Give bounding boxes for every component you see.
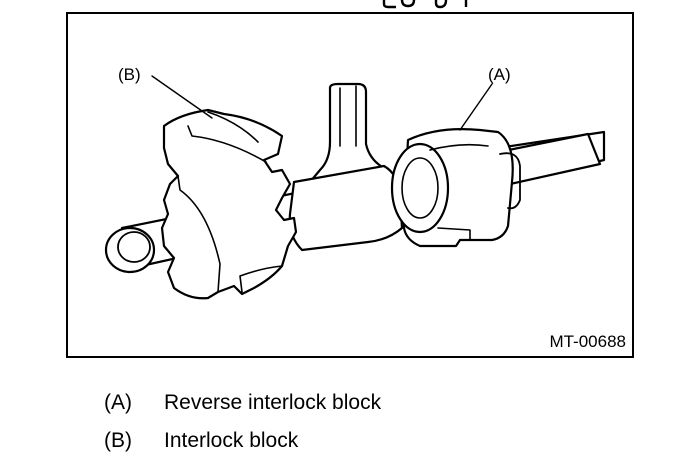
shaft-end-cap [104, 226, 156, 274]
shift-rod-illustration [104, 75, 606, 300]
interlock-block [160, 108, 298, 300]
legend-text: Reverse interlock block [164, 391, 382, 414]
legend-key: (B) [104, 429, 132, 452]
callout-label-a: (A) [488, 65, 511, 84]
legend-text: Interlock block [164, 429, 299, 452]
figure-code: MT-00688 [549, 332, 626, 351]
leader-line-b [151, 75, 213, 119]
figure-legend: (A) Reverse interlock block (B) Interloc… [104, 388, 664, 464]
callout-label-b: (B) [118, 65, 141, 84]
cropped-heading-fragment [382, 0, 468, 9]
legend-item: (B) Interlock block [104, 426, 664, 464]
legend-key: (A) [104, 391, 132, 414]
leader-line-a [459, 83, 493, 131]
figure-frame: (B) (A) MT-00688 [66, 12, 634, 358]
shaft-sleeve [288, 164, 404, 252]
legend-item: (A) Reverse interlock block [104, 388, 664, 426]
